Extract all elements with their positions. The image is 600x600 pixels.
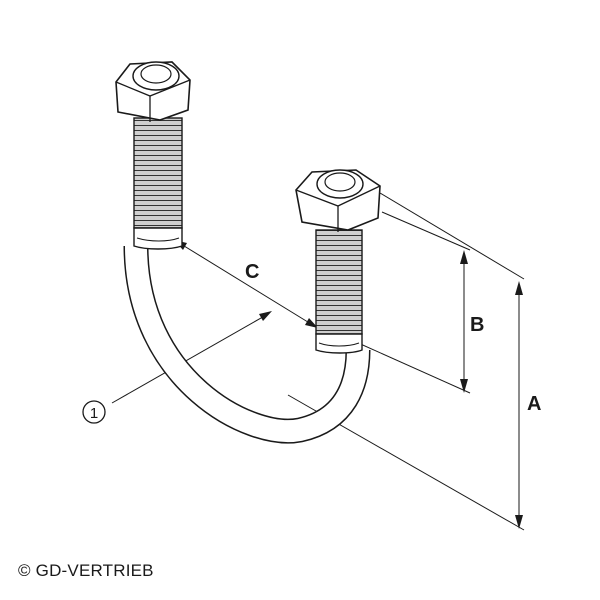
left-thread (133, 117, 183, 229)
arrow-leader-part-1 (259, 311, 272, 321)
dimension-c-line (175, 240, 317, 328)
copyright-notice: © GD-VERTRIEB (18, 561, 154, 580)
arrow-b-top (460, 250, 468, 264)
arrow-c-right (305, 318, 318, 328)
circled-digit-one-icon (82, 400, 106, 424)
right-thread (315, 229, 363, 335)
arrow-a-bottom (515, 515, 523, 529)
label-a: A (527, 393, 541, 415)
label-c: C (245, 261, 259, 283)
left-bolt (115, 61, 191, 250)
right-thread-end (315, 333, 363, 354)
leader-line-part-1 (111, 313, 269, 404)
right-bolt (295, 169, 381, 354)
extension-line-thread-end (355, 341, 471, 394)
arrow-b-bottom (460, 379, 468, 393)
extension-line-top-outer (379, 192, 525, 280)
u-bend-inner (125, 245, 369, 443)
part-1-number: 1 (90, 405, 98, 422)
left-thread-end (133, 227, 183, 250)
arrow-a-top (515, 281, 523, 295)
extension-line-top-inner (381, 211, 471, 251)
label-b: B (470, 314, 484, 336)
part-1-callout: 1 (82, 400, 106, 424)
